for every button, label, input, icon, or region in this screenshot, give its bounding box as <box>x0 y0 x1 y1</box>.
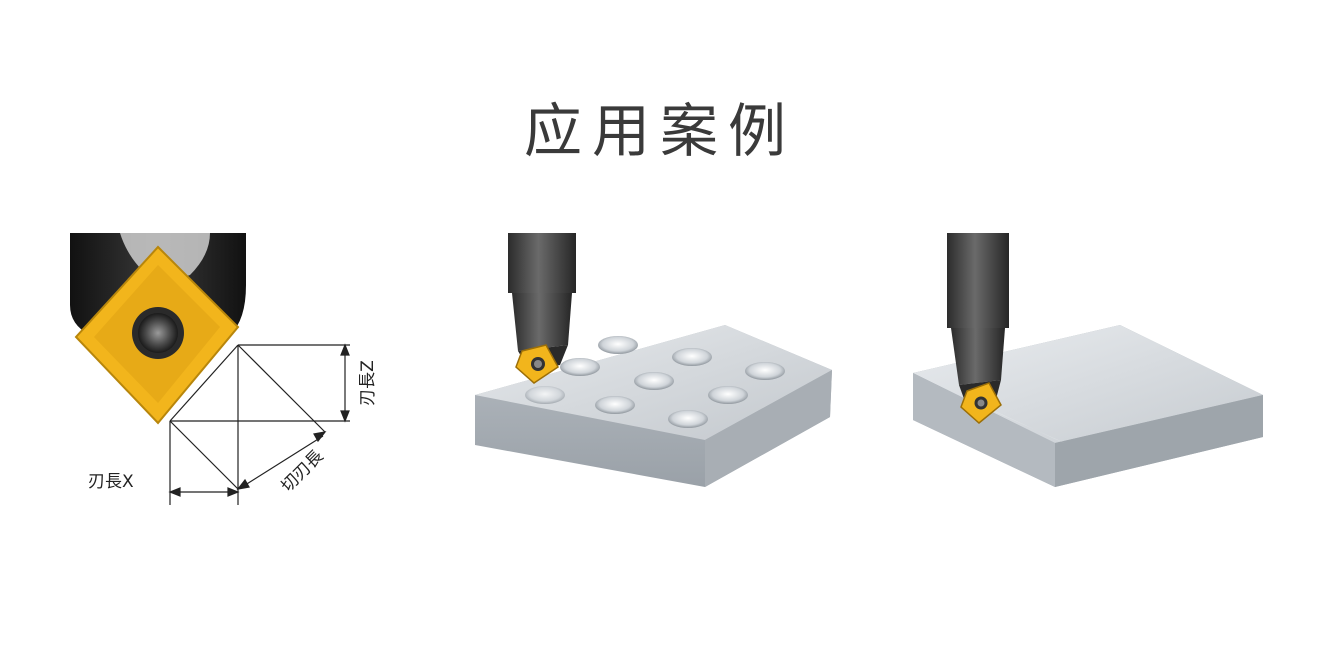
application-image-hole-chamfering <box>460 225 840 505</box>
tool-shank <box>508 233 576 293</box>
cutting-edge-length-label: 切刃長 <box>277 446 327 496</box>
chamfered-holes <box>525 336 785 428</box>
page-title: 应用案例 <box>523 97 796 165</box>
insert-geometry-diagram: 刃長Z 刃長X 切刃長 <box>60 225 420 525</box>
tool-shank <box>947 233 1009 328</box>
edge-length-x-label: 刃長X <box>88 472 134 492</box>
application-image-edge-chamfering <box>905 225 1275 505</box>
edge-length-z-label: 刃長Z <box>358 360 378 406</box>
